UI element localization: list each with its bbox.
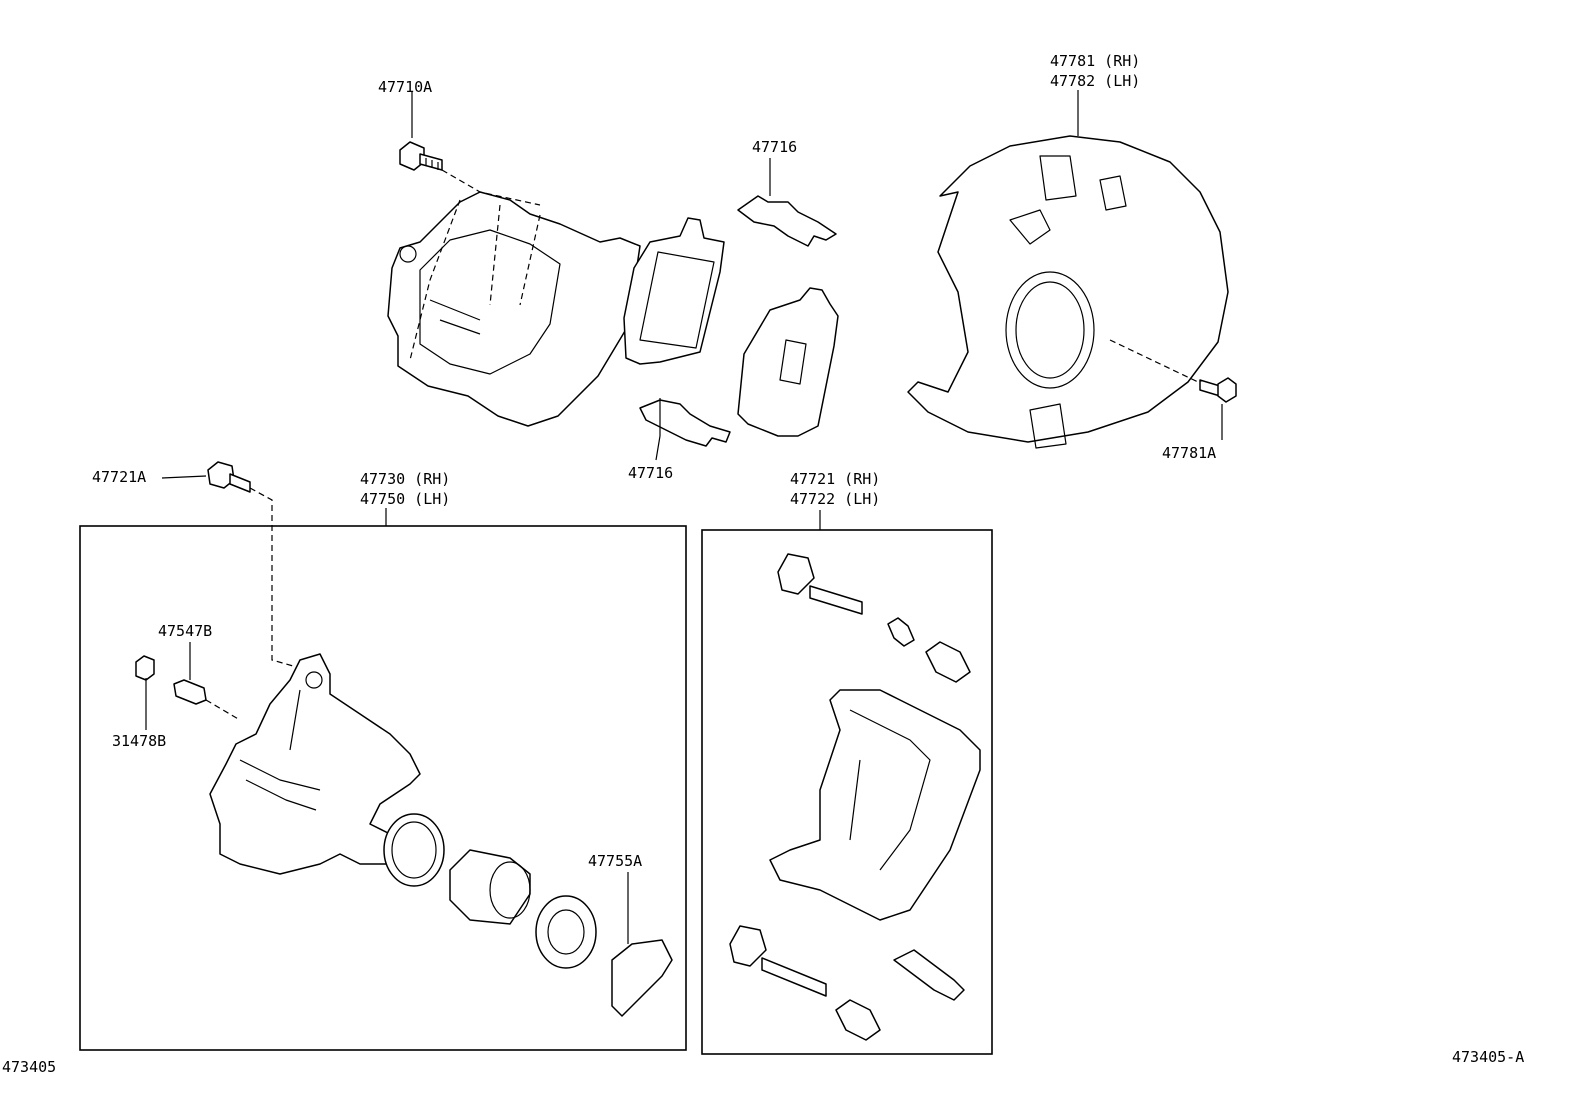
leader-47721a [161, 475, 207, 479]
mounting-bracket-part[interactable] [769, 689, 981, 921]
caliper-assembly-box [79, 525, 687, 1051]
label-47781a: 47781A [1162, 444, 1216, 462]
label-47721a: 47721A [92, 468, 146, 486]
label-31478b: 31478B [112, 732, 166, 750]
upper-caliper-part[interactable] [387, 191, 641, 427]
drawing-number-left: 473405 [2, 1058, 56, 1076]
label-47547b: 47547B [158, 622, 212, 640]
anti-squeal-part[interactable] [611, 939, 673, 1017]
piston-seal-part[interactable] [383, 813, 445, 887]
slide-pin-upper-part[interactable] [777, 553, 971, 683]
clip-lower-part[interactable] [639, 399, 731, 447]
dash-47547b [205, 699, 241, 721]
dust-cover-bolt-part[interactable] [1199, 377, 1237, 403]
inner-pad-part[interactable] [623, 217, 725, 365]
bolt-47710a-part[interactable] [399, 141, 443, 171]
mounting-assembly-box [701, 529, 993, 1055]
bleeder-plug-part[interactable] [173, 679, 207, 705]
dash-47721a [249, 487, 301, 669]
slide-pin-lower-part[interactable] [729, 925, 881, 1041]
label-47750-lh: 47750 (LH) [360, 490, 450, 508]
piston-boot-part[interactable] [535, 895, 597, 969]
caliper-body-part[interactable] [209, 653, 421, 875]
piston-part[interactable] [449, 849, 531, 925]
label-47755a: 47755A [588, 852, 642, 870]
caliper-bolt-part[interactable] [207, 461, 251, 493]
label-47730-rh: 47730 (RH) [360, 470, 450, 488]
bleeder-cap-part[interactable] [135, 655, 155, 681]
clip-upper-part[interactable] [737, 195, 837, 247]
dust-cover-part[interactable] [907, 135, 1229, 449]
label-47782-lh: 47782 (LH) [1050, 72, 1140, 90]
leader-47716-bottom [655, 398, 661, 461]
label-47716-top: 47716 [752, 138, 797, 156]
dash-47781a [1109, 339, 1199, 383]
grease-tube-part[interactable] [893, 949, 965, 1001]
label-47721-rh: 47721 (RH) [790, 470, 880, 488]
label-47781-rh: 47781 (RH) [1050, 52, 1140, 70]
label-47722-lh: 47722 (LH) [790, 490, 880, 508]
label-47710a: 47710A [378, 78, 432, 96]
drawing-number-right: 473405-A [1452, 1048, 1524, 1066]
outer-pad-part[interactable] [737, 287, 839, 437]
label-47716-bottom: 47716 [628, 464, 673, 482]
